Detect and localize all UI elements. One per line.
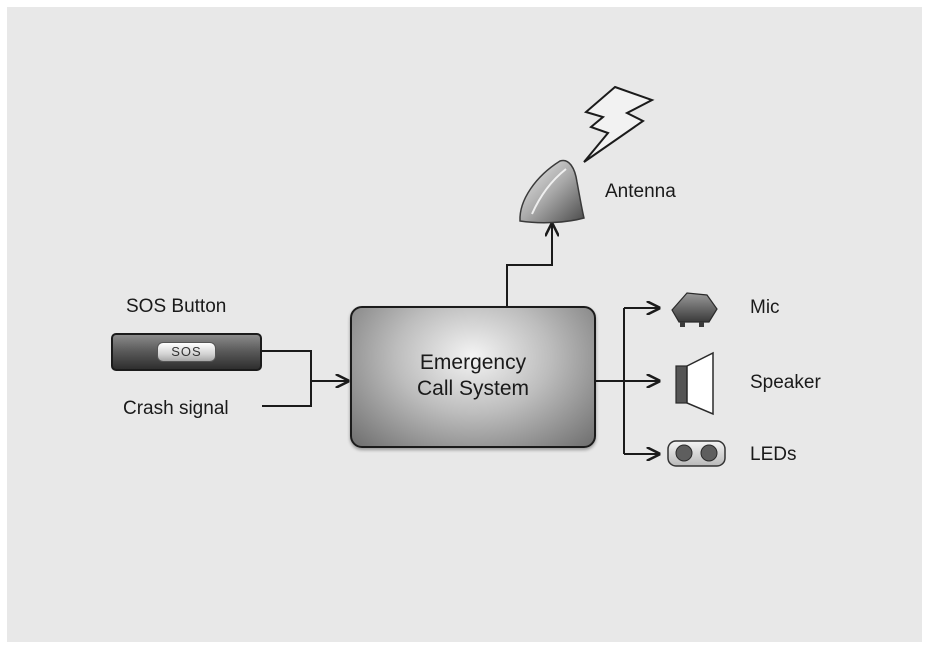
block-title: Emergency Call System — [352, 350, 594, 402]
sos-key: SOS — [157, 342, 216, 362]
lightning-icon — [583, 85, 655, 163]
sos-connector — [262, 350, 312, 381]
speaker-label: Speaker — [750, 372, 821, 393]
input-connectors — [262, 350, 348, 407]
speaker-icon — [675, 351, 714, 416]
crash-connector — [262, 381, 312, 407]
sos-button-label: SOS Button — [126, 296, 227, 317]
antenna-icon — [519, 159, 585, 224]
antenna-label: Antenna — [605, 181, 676, 202]
leds-label: LEDs — [750, 444, 797, 465]
mic-icon — [671, 292, 718, 327]
antenna-connector — [506, 224, 552, 306]
output-connectors — [596, 308, 659, 454]
emergency-call-system-block: Emergency Call System — [350, 306, 596, 448]
sos-button: SOS — [111, 333, 262, 371]
block-title-line1: Emergency — [419, 351, 527, 374]
mic-label: Mic — [750, 297, 780, 318]
crash-signal-label: Crash signal — [123, 398, 229, 419]
leds-icon — [667, 440, 726, 467]
block-title-line2: Call System — [416, 377, 530, 400]
